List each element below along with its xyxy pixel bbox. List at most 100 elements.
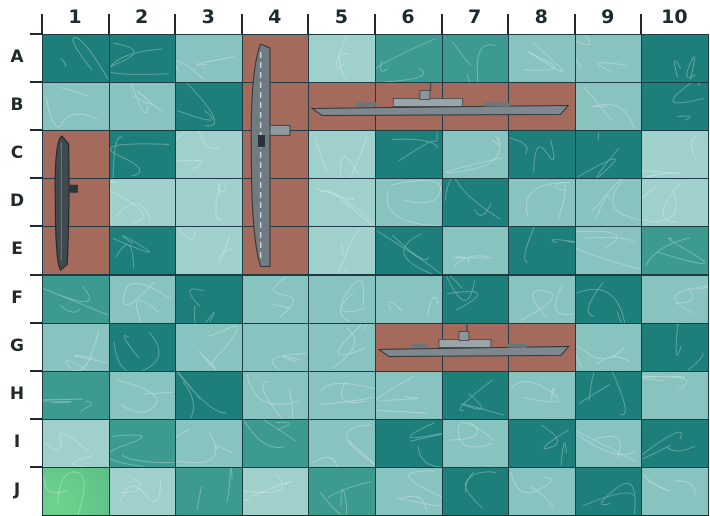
grid-cell-E7[interactable]: [442, 226, 510, 275]
grid-cell-H10[interactable]: [641, 371, 709, 420]
grid-cell-I2[interactable]: [109, 419, 177, 468]
grid-cell-J3[interactable]: [175, 467, 243, 516]
grid-cell-E6[interactable]: [375, 226, 443, 275]
grid-cell-I8[interactable]: [508, 419, 576, 468]
row-label-D: D: [0, 191, 34, 211]
grid-cell-I1[interactable]: [42, 419, 110, 468]
grid-cell-E8[interactable]: [508, 226, 576, 275]
grid-cell-G4[interactable]: [242, 323, 310, 372]
grid-cell-I3[interactable]: [175, 419, 243, 468]
grid-cell-H4[interactable]: [242, 371, 310, 420]
grid-cell-G2[interactable]: [109, 323, 177, 372]
grid-cell-D10[interactable]: [641, 178, 709, 227]
water-texture: [576, 35, 642, 82]
grid-cell-C6[interactable]: [375, 130, 443, 179]
grid-cell-F2[interactable]: [109, 275, 177, 324]
grid-cell-A6[interactable]: [375, 34, 443, 83]
grid-cell-C7[interactable]: [442, 130, 510, 179]
grid-cell-B3[interactable]: [175, 82, 243, 131]
grid-cell-E9[interactable]: [575, 226, 643, 275]
water-texture: [309, 227, 375, 274]
grid-cell-D7[interactable]: [442, 178, 510, 227]
grid-cell-F9[interactable]: [575, 275, 643, 324]
grid-cell-I10[interactable]: [641, 419, 709, 468]
grid-cell-C9[interactable]: [575, 130, 643, 179]
grid-cell-H8[interactable]: [508, 371, 576, 420]
grid-cell-J1[interactable]: [42, 467, 110, 516]
grid-cell-E10[interactable]: [641, 226, 709, 275]
grid-cell-B1[interactable]: [42, 82, 110, 131]
grid-cell-D5[interactable]: [308, 178, 376, 227]
grid-cell-D3[interactable]: [175, 178, 243, 227]
grid-cell-B9[interactable]: [575, 82, 643, 131]
water-texture: [576, 324, 642, 371]
grid-cell-G3[interactable]: [175, 323, 243, 372]
water-texture: [176, 83, 242, 130]
water-texture: [309, 276, 375, 323]
grid-cell-F4[interactable]: [242, 275, 310, 324]
grid-cell-A10[interactable]: [641, 34, 709, 83]
grid-cell-A9[interactable]: [575, 34, 643, 83]
water-texture: [309, 372, 375, 419]
water-texture: [110, 131, 176, 178]
destroyer-icon: [375, 323, 575, 371]
grid-cell-F3[interactable]: [175, 275, 243, 324]
grid-cell-G5[interactable]: [308, 323, 376, 372]
grid-cell-D2[interactable]: [109, 178, 177, 227]
grid-cell-J8[interactable]: [508, 467, 576, 516]
grid-cell-J7[interactable]: [442, 467, 510, 516]
grid-cell-E2[interactable]: [109, 226, 177, 275]
grid-cell-C10[interactable]: [641, 130, 709, 179]
grid-cell-A1[interactable]: [42, 34, 110, 83]
grid-cell-E3[interactable]: [175, 226, 243, 275]
grid-cell-D9[interactable]: [575, 178, 643, 227]
grid-cell-H6[interactable]: [375, 371, 443, 420]
grid-cell-B2[interactable]: [109, 82, 177, 131]
grid-cell-F5[interactable]: [308, 275, 376, 324]
water-texture: [576, 83, 642, 130]
grid-cell-D6[interactable]: [375, 178, 443, 227]
grid-cell-E5[interactable]: [308, 226, 376, 275]
grid-cell-H3[interactable]: [175, 371, 243, 420]
grid-cell-G9[interactable]: [575, 323, 643, 372]
grid-cell-J10[interactable]: [641, 467, 709, 516]
grid-cell-A7[interactable]: [442, 34, 510, 83]
column-label-3: 3: [176, 6, 240, 28]
water-texture: [642, 83, 708, 130]
grid-cell-A2[interactable]: [109, 34, 177, 83]
grid-cell-I6[interactable]: [375, 419, 443, 468]
grid-cell-H7[interactable]: [442, 371, 510, 420]
grid-cell-F10[interactable]: [641, 275, 709, 324]
grid-cell-C2[interactable]: [109, 130, 177, 179]
grid-cell-A8[interactable]: [508, 34, 576, 83]
grid-cell-F8[interactable]: [508, 275, 576, 324]
grid-cell-I9[interactable]: [575, 419, 643, 468]
grid-cell-J2[interactable]: [109, 467, 177, 516]
grid-cell-H2[interactable]: [109, 371, 177, 420]
grid-cell-H5[interactable]: [308, 371, 376, 420]
grid-cell-I5[interactable]: [308, 419, 376, 468]
grid-cell-I4[interactable]: [242, 419, 310, 468]
grid-cell-H9[interactable]: [575, 371, 643, 420]
column-label-2: 2: [110, 6, 174, 28]
grid-cell-J9[interactable]: [575, 467, 643, 516]
grid-cell-C3[interactable]: [175, 130, 243, 179]
grid-cell-J5[interactable]: [308, 467, 376, 516]
grid-cell-F1[interactable]: [42, 275, 110, 324]
water-texture: [110, 276, 176, 323]
water-texture: [176, 420, 242, 467]
grid-cell-D8[interactable]: [508, 178, 576, 227]
grid-cell-J4[interactable]: [242, 467, 310, 516]
grid-cell-A5[interactable]: [308, 34, 376, 83]
grid-cell-F7[interactable]: [442, 275, 510, 324]
grid-cell-C5[interactable]: [308, 130, 376, 179]
grid-cell-B10[interactable]: [641, 82, 709, 131]
grid-cell-A3[interactable]: [175, 34, 243, 83]
grid-cell-J6[interactable]: [375, 467, 443, 516]
grid-cell-I7[interactable]: [442, 419, 510, 468]
grid-cell-C8[interactable]: [508, 130, 576, 179]
grid-cell-G10[interactable]: [641, 323, 709, 372]
grid-cell-F6[interactable]: [375, 275, 443, 324]
grid-cell-H1[interactable]: [42, 371, 110, 420]
grid-cell-G1[interactable]: [42, 323, 110, 372]
